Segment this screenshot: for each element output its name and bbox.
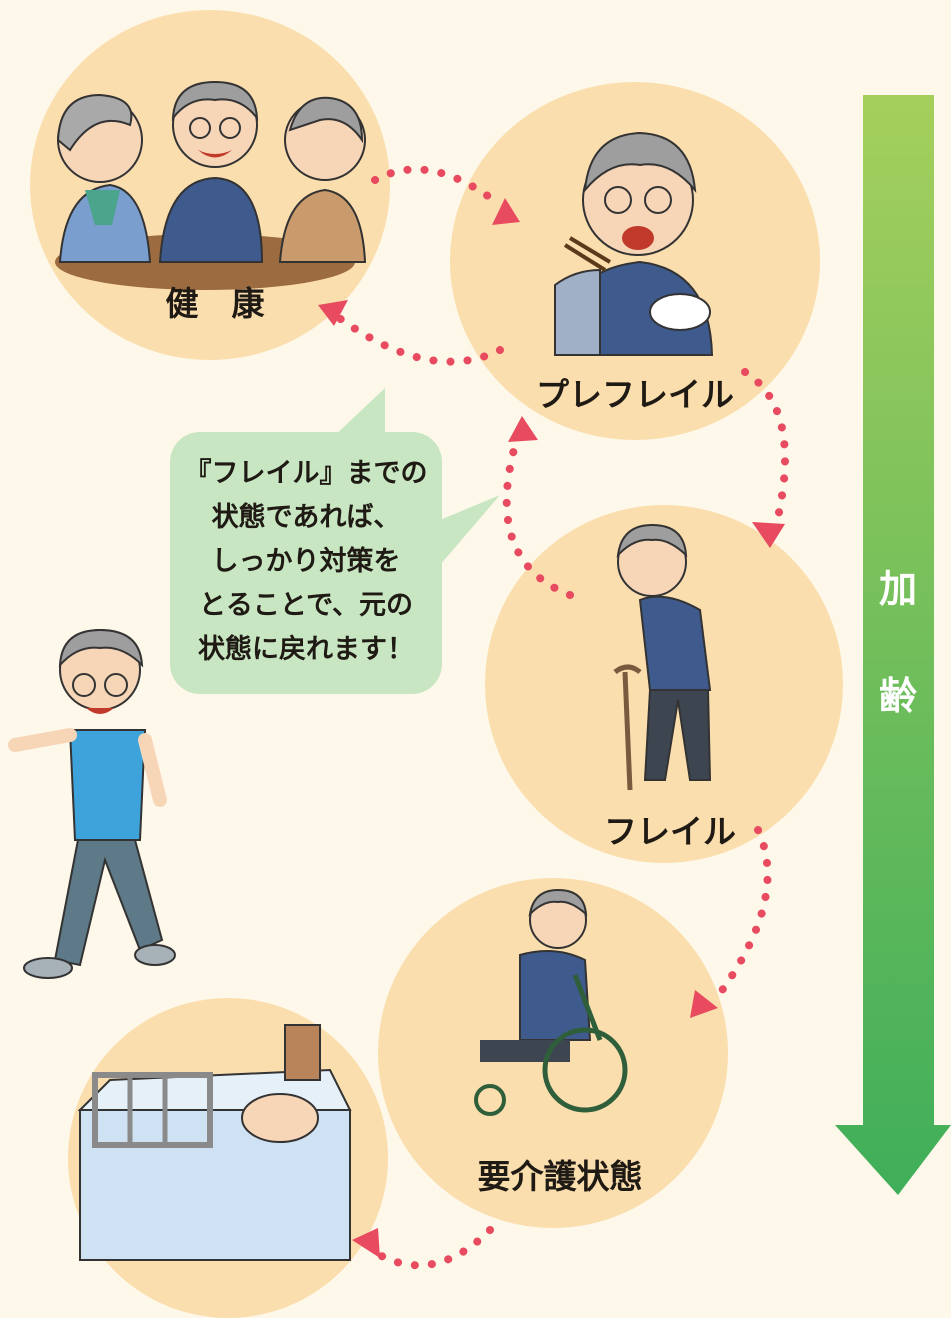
stage-label-frail: フレイル (604, 812, 736, 851)
aging-label-1: 加 (878, 567, 917, 611)
prefrail-man-illustration (553, 131, 714, 356)
arrowhead-to-care (690, 990, 718, 1018)
bed-illustration (77, 1024, 352, 1261)
arrow-frail-to-care (711, 826, 772, 1004)
arrowhead-to-prefrail (492, 198, 520, 225)
bubble-line-2: 状態であれば、 (211, 502, 401, 533)
bubble-line-4: とることで、元の (198, 590, 414, 621)
stage-label-care: 要介護状態 (477, 1157, 643, 1196)
bubble-line-1: 『フレイル』までの (184, 458, 428, 489)
aging-label-2: 齢 (878, 674, 917, 718)
healthy-group-illustration (55, 80, 367, 290)
transition-dots (331, 165, 789, 1270)
arrow-healthy-to-prefrail (371, 165, 504, 209)
stage-label-prefrail: プレフレイル (536, 375, 734, 414)
arrowhead-to-prefrail-back (508, 416, 538, 442)
arrow-frail-to-prefrail (502, 431, 574, 599)
arrowhead-to-bedridden (352, 1228, 380, 1258)
speech-bubble-text: 『フレイル』までの 状態であれば、 しっかり対策を とることで、元の 状態に戻れ… (170, 452, 442, 672)
transition-arrowheads (318, 198, 785, 1258)
arrowhead-to-frail (752, 522, 785, 548)
stage-label-healthy: 健 康 (165, 284, 265, 323)
frail-man-illustration (613, 523, 712, 791)
arrow-prefrail-to-frail (741, 368, 789, 534)
arrow-prefrail-to-healthy (331, 311, 504, 366)
speech-bubble (170, 432, 442, 694)
aging-arrow (835, 95, 951, 1195)
bubble-line-5: 状態に戻れます！ (198, 634, 414, 665)
bubble-line-3: しっかり対策を (211, 546, 401, 577)
arrowhead-to-healthy (318, 300, 348, 326)
wheelchair-man-illustration (474, 888, 628, 1116)
walking-man-illustration (8, 628, 176, 979)
arrow-care-to-bedridden (364, 1226, 494, 1270)
